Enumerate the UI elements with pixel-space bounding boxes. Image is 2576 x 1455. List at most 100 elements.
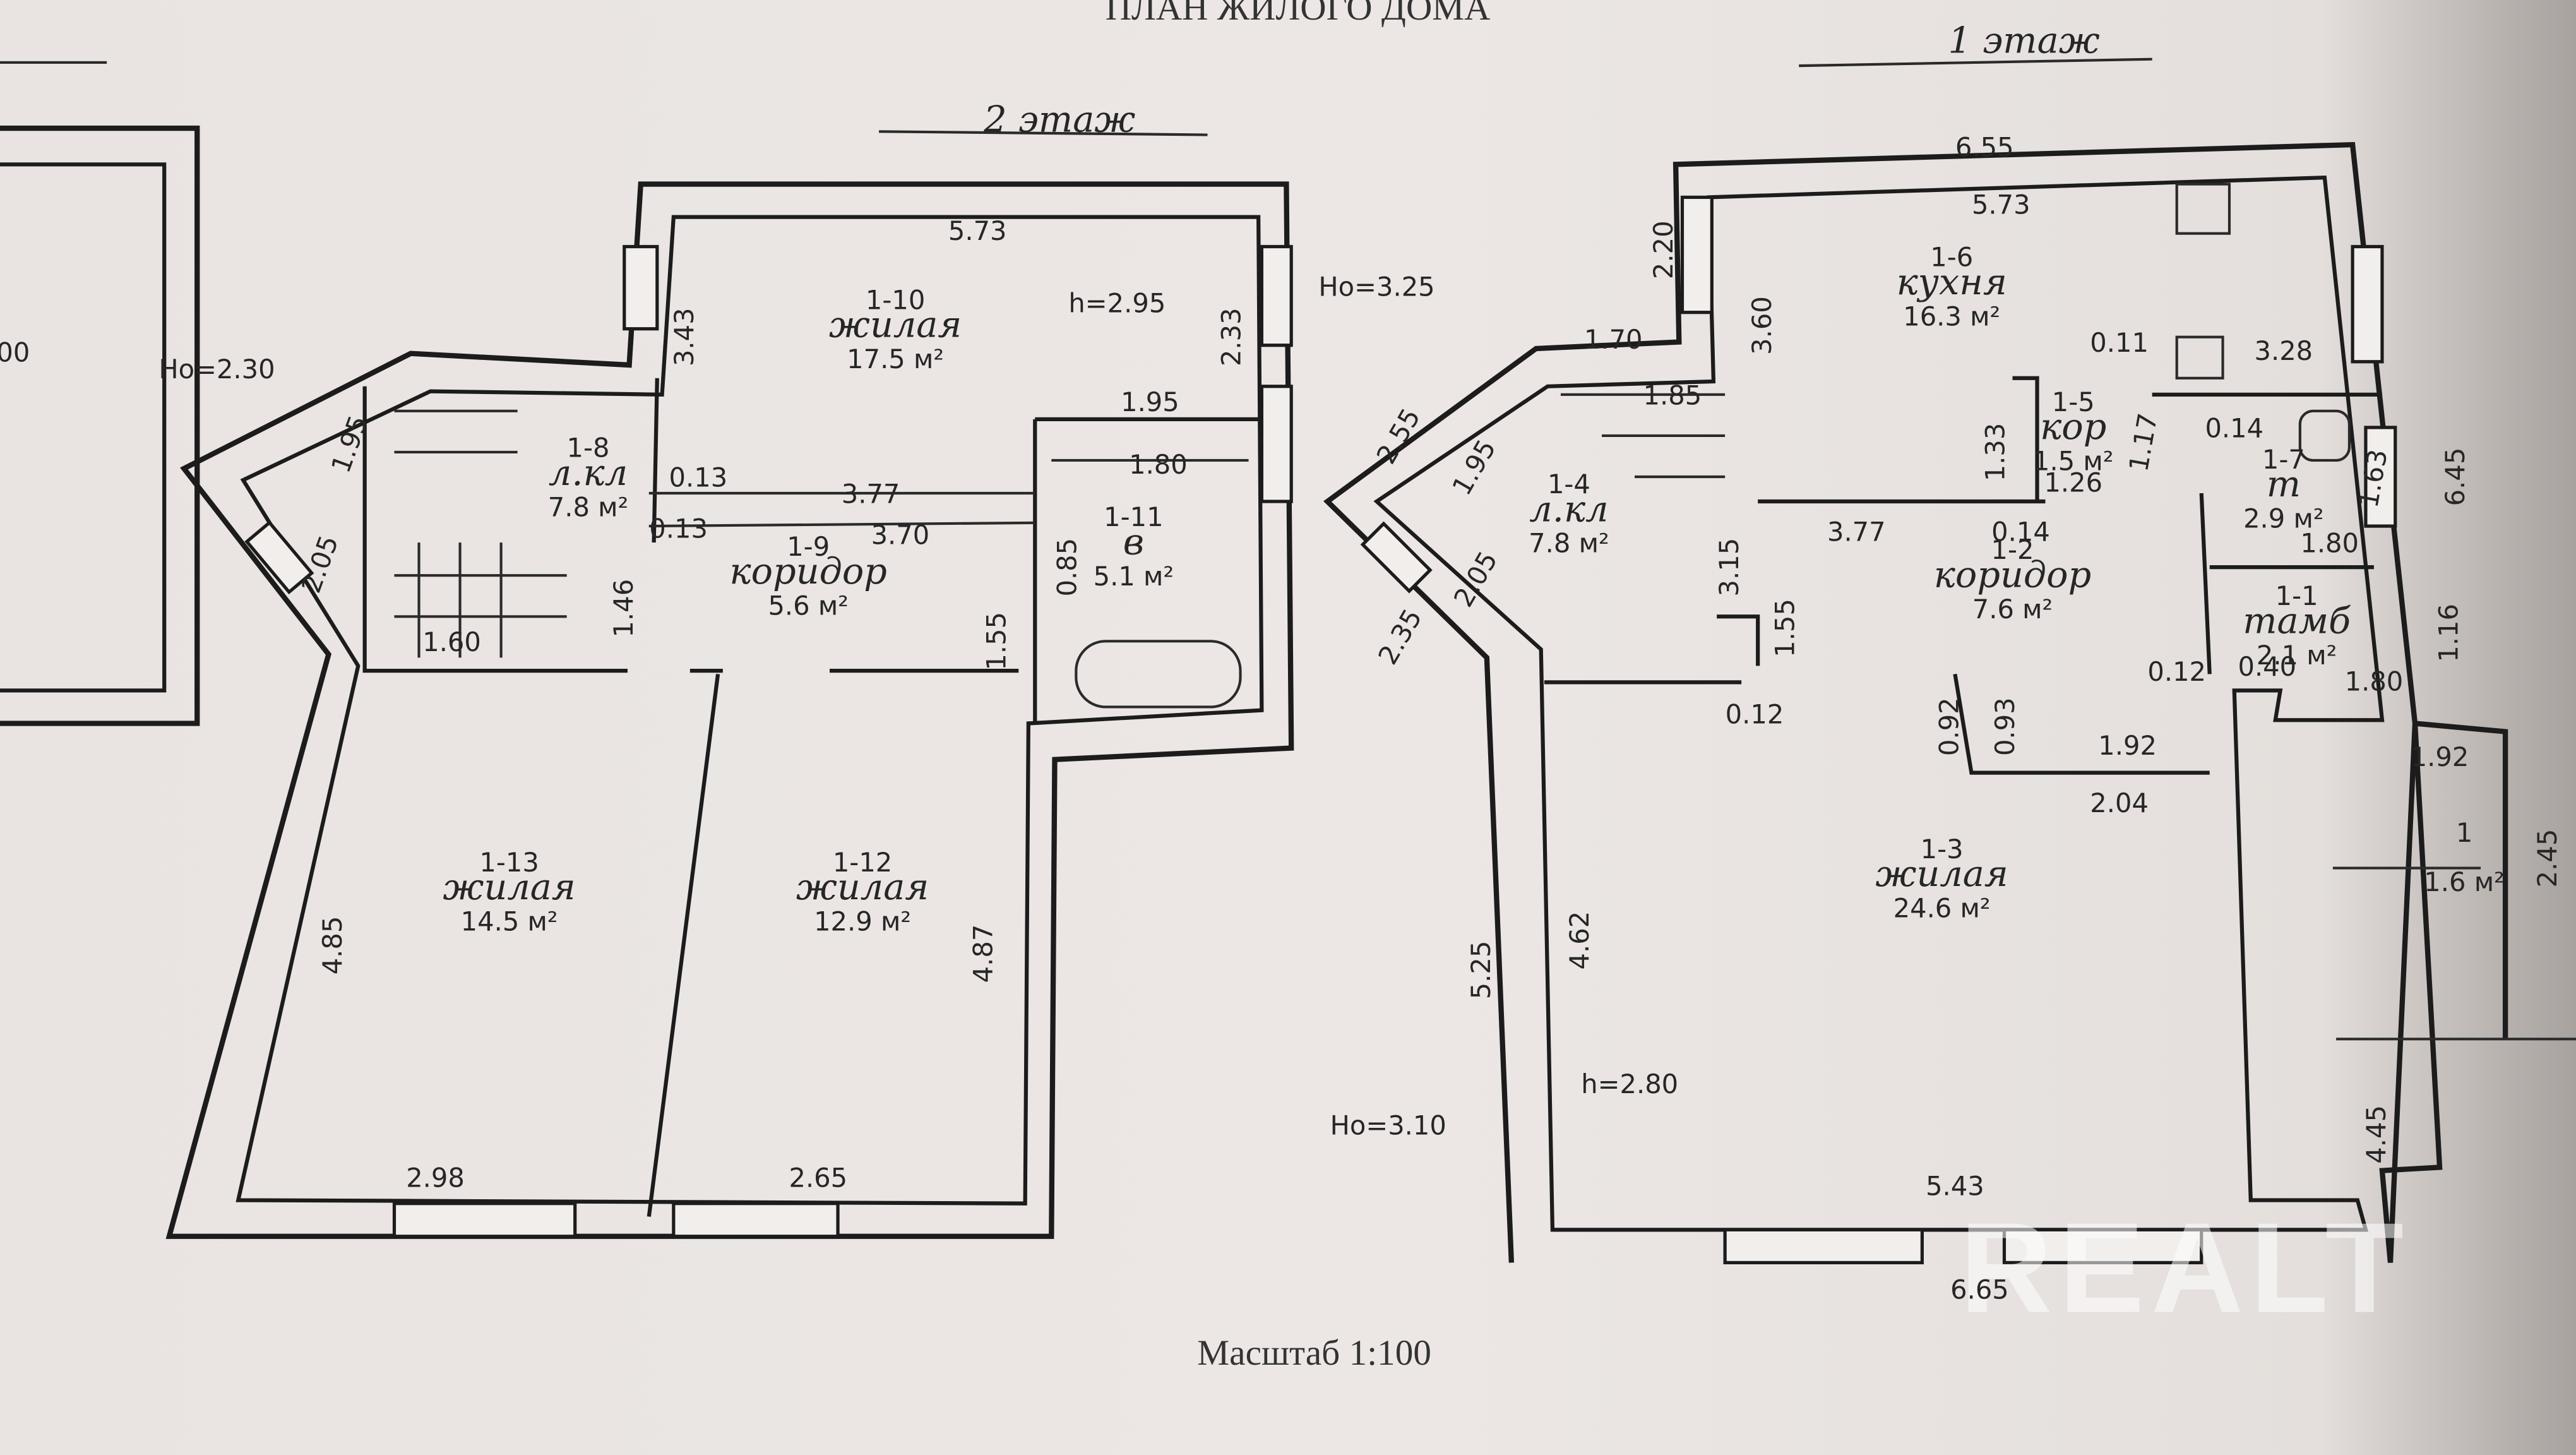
room-area: 24.6 м² (1893, 893, 1991, 924)
dimension-label: 1.46 (608, 579, 639, 638)
dimension-label: 5.73 (1972, 189, 2030, 220)
floor1-title-underline (1799, 57, 2152, 68)
floor2-title: 2 этаж (983, 98, 1135, 140)
dimension-label: 6.45 (2440, 448, 2471, 506)
room-name: т (2267, 463, 2301, 505)
dimension-label: 2.04 (2090, 787, 2149, 818)
dimension-label: 2.33 (1216, 308, 1247, 366)
height-label: h=2.80 (1581, 1069, 1678, 1099)
floor1-windows (1360, 195, 2397, 1265)
dimension-label: 1.95 (1121, 386, 1179, 417)
dimension-label: 1.17 (2123, 410, 2163, 474)
dimension-label: 1.70 (1584, 324, 1643, 355)
room-name: кухня (1897, 261, 2007, 303)
room-name: жилая (1875, 853, 2008, 895)
dimension-label: 3.28 (2255, 335, 2313, 366)
dimension-label: 5.73 (948, 215, 1007, 246)
dimension-label: 0.92 (1934, 697, 1965, 756)
dimension-label: 1.95 (1446, 434, 1502, 501)
dimension-label: 0.13 (649, 513, 708, 544)
dimension-label: 0.14 (2205, 412, 2263, 443)
dimension-label: 1.33 (1979, 423, 2010, 482)
room-area: 7.8 м² (548, 491, 628, 522)
room-name: жилая (796, 866, 929, 908)
dimension-label: 2.65 (789, 1163, 847, 1194)
height-label: Ho=3.25 (1318, 272, 1434, 302)
room-name: тамб (2243, 599, 2351, 642)
room-id: 1 (2456, 817, 2472, 848)
dimension-label: 1.80 (2345, 666, 2404, 697)
room-id: 1-11 (1104, 501, 1163, 532)
room-area: 2.1 м² (2257, 640, 2337, 671)
room-area: 1.5 м² (2033, 446, 2113, 477)
dimension-label: 0.14 (1991, 517, 2050, 548)
room-id: 1-4 (1547, 469, 1590, 500)
room-id: 1-2 (1991, 534, 2034, 565)
dimension-label: 3.70 (871, 520, 930, 551)
dimension-label: 1.80 (2300, 528, 2359, 559)
scale-label: Масштаб 1:100 (1197, 1333, 1431, 1373)
left-plan-fragment (0, 61, 200, 726)
dimension-label: 0.40 (2238, 651, 2296, 682)
room-id: 1-6 (1930, 242, 1973, 273)
room-area: 7.6 м² (1972, 594, 2053, 625)
dimension-label: 1.92 (2098, 730, 2157, 761)
height-label: Ho=3.10 (1330, 1110, 1446, 1141)
dimension-label: 2.05 (295, 531, 345, 597)
floor2-plan (165, 181, 1294, 1239)
floor1-title: 1 этаж (1948, 19, 2100, 61)
dimension-label: 3.43 (669, 308, 700, 366)
room-id: 1-12 (833, 847, 892, 878)
dimension-label: 1.80 (1129, 449, 1188, 480)
plan-title: ПЛАН ЖИЛОГО ДОМА (1106, 0, 1491, 28)
dimension-label: 1.55 (981, 612, 1011, 671)
room-area: 17.5 м² (847, 344, 944, 374)
dimension-label: 1.55 (1769, 599, 1800, 657)
dimension-label: 0.12 (1726, 698, 1784, 729)
room-area: 5.1 м² (1094, 561, 1174, 592)
room-name: жилая (829, 304, 962, 346)
dimension-label: 2.98 (406, 1163, 465, 1194)
room-id: 1-3 (1921, 834, 1964, 865)
floor2-title-underline (879, 130, 1208, 136)
room-id: 1-8 (567, 433, 610, 464)
room-area: 7.8 м² (1529, 528, 1609, 559)
dimension-label: 6.65 (1950, 1274, 2009, 1305)
room-area: 1.6 м² (2424, 866, 2504, 897)
room-id: 1-1 (2275, 580, 2318, 611)
room-area: 14.5 м² (461, 906, 558, 937)
dimension-label: 5.25 (1465, 941, 1496, 1000)
height-label: Ho=2.30 (158, 354, 275, 385)
room-id: 1-13 (479, 847, 539, 878)
dimension-label: 0.85 (1051, 538, 1082, 597)
room-name: кор (2040, 405, 2106, 448)
dimension-label: 0.11 (2090, 327, 2149, 358)
floor2-windows (244, 244, 1293, 1238)
room-name: жилая (443, 866, 575, 908)
floor1-plan (1323, 141, 2576, 1265)
dimension-label: 4.62 (1564, 911, 1595, 970)
room-id: 1-10 (866, 284, 925, 315)
dimension-label: 4.45 (2361, 1105, 2392, 1164)
dimension-label: 3.60 (1746, 296, 1777, 355)
dimension-label: 1.60 (422, 626, 481, 657)
room-name: коридор (729, 550, 887, 592)
dimension-label: 1.16 (2433, 604, 2464, 662)
dimension-label: 1.85 (1643, 380, 1702, 410)
dimension-label: 6.55 (1955, 131, 2014, 162)
dimension-label: 3.15 (1714, 538, 1744, 597)
room-area: 12.9 м² (814, 906, 911, 937)
dimension-label: 0.93 (1989, 697, 2020, 756)
room-id: 1-5 (2052, 386, 2095, 417)
fragment-label: 00 (0, 337, 30, 368)
room-id: 1-9 (787, 531, 830, 562)
dimension-label: 2.20 (1648, 220, 1679, 279)
dimension-label: 4.87 (968, 925, 999, 983)
room-id: 1-7 (2262, 444, 2305, 475)
height-label: h=2.95 (1068, 288, 1166, 319)
dimension-label: 1.92 (2411, 741, 2469, 772)
room-area: 2.9 м² (2243, 503, 2323, 534)
dimension-label: 0.13 (669, 462, 728, 493)
